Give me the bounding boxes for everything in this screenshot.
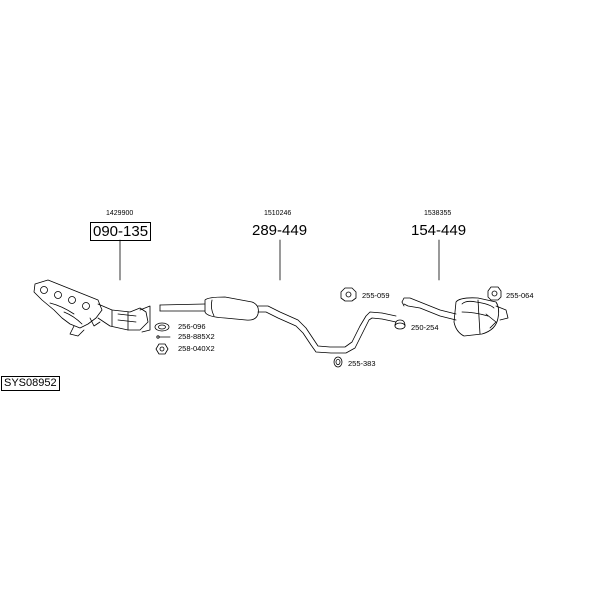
accessory-code-256-096[interactable]: 256-096 xyxy=(178,322,206,331)
accessory-code-258-040x2[interactable]: 258-040X2 xyxy=(178,344,215,353)
rubber-mount-icon xyxy=(487,286,502,301)
oe-number-label: 1510246 xyxy=(264,210,292,217)
accessory-code-255-059[interactable]: 255-059 xyxy=(362,291,390,300)
part-number-289-449[interactable]: 289-449 xyxy=(252,222,308,239)
part-number-154-449[interactable]: 154-449 xyxy=(411,222,467,239)
clamp-icon xyxy=(394,319,406,330)
bolt-icon xyxy=(156,335,171,339)
nut-icon xyxy=(155,343,169,355)
rubber-ring-icon xyxy=(333,356,343,368)
oe-number-label: 1429900 xyxy=(106,210,134,217)
accessory-code-250-254[interactable]: 250-254 xyxy=(411,323,439,332)
rubber-mount-icon xyxy=(340,287,357,302)
catalytic-converter-manifold-part[interactable] xyxy=(33,279,151,337)
accessory-code-255-383[interactable]: 255-383 xyxy=(348,359,376,368)
gasket-ring-icon xyxy=(154,322,170,332)
accessory-code-258-885x2[interactable]: 258-885X2 xyxy=(178,332,215,341)
accessory-code-255-064[interactable]: 255-064 xyxy=(506,291,534,300)
system-code-label: SYS08952 xyxy=(1,376,60,391)
rear-silencer-part[interactable] xyxy=(401,297,509,337)
oe-number-label: 1538355 xyxy=(424,210,452,217)
middle-silencer-part[interactable] xyxy=(159,296,397,354)
part-number-090-135[interactable]: 090-135 xyxy=(90,222,152,241)
